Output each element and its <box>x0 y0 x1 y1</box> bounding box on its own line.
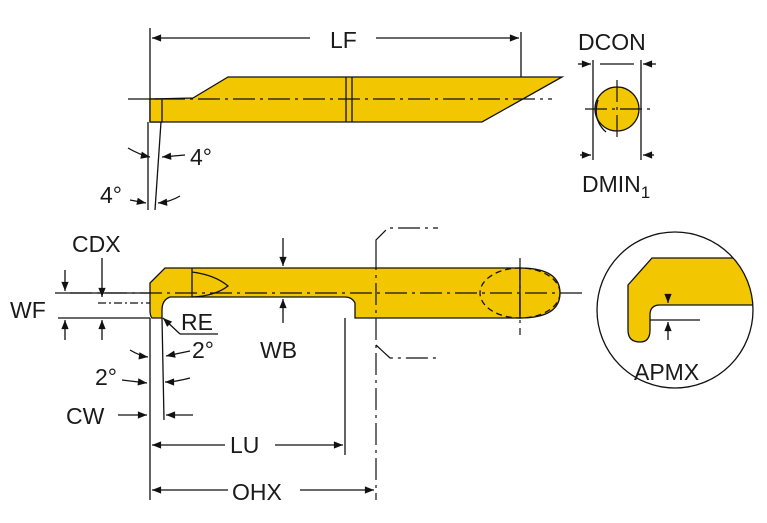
detail-view: APMX <box>596 231 754 389</box>
ohx-label: OHX <box>232 479 282 505</box>
angle-2-left: 2° <box>95 364 117 390</box>
angle-4-bottom: 4° <box>100 182 122 208</box>
detail-circle <box>596 231 754 389</box>
wb-label: WB <box>260 337 297 363</box>
cw-label: CW <box>66 403 105 429</box>
lu-label: LU <box>230 432 259 458</box>
top-view: CDX WF RE WB 2° 2° CW LU <box>10 227 585 505</box>
wf-label: WF <box>10 297 46 323</box>
angle-4-top: 4° <box>190 144 212 170</box>
angle-2-right: 2° <box>192 337 214 363</box>
cdx-label: CDX <box>72 231 121 257</box>
side-view: LF 4° 4° <box>100 27 565 211</box>
insert-tip-side <box>149 98 163 123</box>
re-label: RE <box>181 309 213 335</box>
lf-label: LF <box>330 27 357 53</box>
dmin-label: DMIN1 <box>582 171 650 202</box>
apmx-label: APMX <box>634 359 699 385</box>
end-view: DCON DMIN1 <box>578 29 656 202</box>
dcon-label: DCON <box>578 29 646 55</box>
